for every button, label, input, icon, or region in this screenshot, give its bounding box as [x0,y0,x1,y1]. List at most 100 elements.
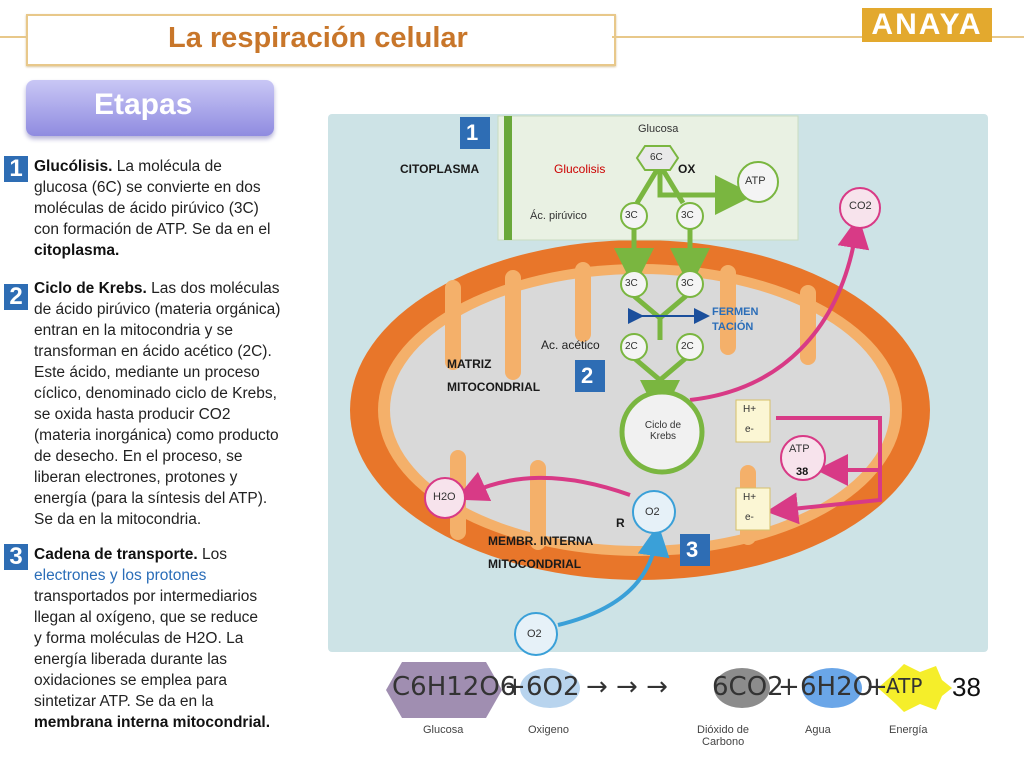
co2-node [839,187,881,229]
step-3-line: oxidaciones se emplea para [34,672,228,689]
annotation-matriz-1: MATRIZ [447,357,492,371]
krebs-label: Ciclo de Krebs [644,420,682,442]
equation-plus: + [504,672,526,702]
step-3-line: membrana interna mitocondrial. [34,714,270,731]
step-1-line: con formación de ATP. Se da en el [34,221,271,238]
step-1-line: citoplasma. [34,242,120,259]
step-2-line: de desecho. En el proceso, se [34,448,243,465]
co2-label: CO2 [849,200,872,212]
o2-input-label: O2 [527,628,542,640]
h-plus-label: H+ [743,492,757,503]
step-3-line: sintetizar ATP. Se da en la [34,693,214,710]
pyruvate-arrow-right [657,163,686,205]
water-ellipse [802,668,862,708]
step-3-line: y forma moléculas de H2O. La [34,630,244,647]
equation-atp: ATP [886,674,923,698]
step-1-number: 1 [4,156,28,182]
step-2-title: Ciclo de Krebs. [34,280,147,297]
annotation-glucolisis: Glucolisis [554,162,606,176]
step-2-line: entran en la mitocondria y se [34,322,234,339]
e-minus-label: e- [745,424,754,435]
step-3-line: energía liberada durante las [34,651,228,668]
glucosa-label: Glucosa [638,123,679,135]
energy-burst [878,664,952,712]
oxygen-node [632,490,676,534]
equation-water: 6H2O [800,672,874,702]
page-title: La respiración celular [168,22,468,54]
step-2-line: se oxida hasta producir CO2 [34,406,231,423]
equation-atp-count: 38 [952,672,981,702]
annotation-membr-2: MITOCONDRIAL [488,557,582,571]
step-1-line: glucosa (6C) se convierte en dos [34,179,261,196]
stage-1-box [460,117,490,149]
etapas-banner: Etapas [26,80,274,136]
h-plus-label: H+ [743,404,757,415]
pyruvate-matrix-node [676,270,704,298]
step-1-title: Glucólisis. [34,158,113,175]
step-2-line: Las dos moléculas [151,280,280,297]
pyruvate-arrow-left [634,163,663,205]
proton-arrow [766,470,882,525]
proton-electron-box [735,487,771,531]
equation-label-glucosa: Glucosa [423,724,464,736]
stage-3-box [680,534,710,566]
step-2-line: (materia inorgánica) como producto [34,427,279,444]
atp38-node [780,435,826,481]
step-2-line: Se da en la mitocondria. [34,511,202,528]
oxygen-ellipse [520,668,580,708]
step-2-line: transforman en ácido acético (2C). [34,343,272,360]
acetate-node [620,333,648,361]
header-rule [612,36,862,38]
stage-1-number: 1 [466,120,479,145]
equation-label-oxigeno: Oxigeno [528,724,569,736]
annotation-fermentacion-2: TACIÓN [712,321,754,333]
step-2-number: 2 [4,284,28,310]
glucose-node [635,145,680,171]
glucose-node-label: 6C [650,152,663,163]
krebs-cycle [619,389,705,475]
equation-label-dioxido-1: Dióxido de [697,724,749,736]
pyruvate-matrix-node [620,270,648,298]
stage-3-number: 3 [686,537,699,562]
equation-label-energia: Energía [889,724,928,736]
equation-plus: + [866,672,888,702]
atp38-label: ATP [789,443,810,455]
equation-label-dioxido-2: Carbono [702,736,745,748]
three-c-label: 3C [681,210,694,221]
annotation-ox: OX [678,162,696,176]
glucose-hexagon [386,662,502,718]
page-title-box: La respiración celular [26,14,616,66]
stage-2-box [575,360,605,392]
step-2-text: Ciclo de Krebs. Las dos moléculas de áci… [34,278,324,530]
step-3-text: Cadena de transporte. Los electrones y l… [34,544,324,733]
o2-label: O2 [645,506,660,518]
equation-plus: + [778,672,800,702]
water-node [424,477,466,519]
step-1-text: Glucólisis. La molécula de glucosa (6C) … [34,156,324,261]
equation-co2: 6CO2 [712,672,784,702]
stage-2-number: 2 [581,363,594,388]
co2-arrow [689,216,870,402]
two-c-label: 2C [681,341,694,352]
cristae [445,262,816,550]
step-3-line: llegan al oxígeno, que se reduce [34,609,259,626]
etapas-label: Etapas [94,88,193,121]
acetate-node [676,333,704,361]
annotation-membr-1: MEMBR. INTERNA [488,534,594,548]
brand-logo: ANAYA [862,8,992,42]
annotation-ac-acetico: Ac. acético [541,338,600,352]
step-2-line: de ácido pirúvico (materia orgánica) [34,301,281,318]
step-3-line: electrones y los protones [34,567,207,584]
pyruvate-node [676,202,704,230]
atp-synthesis-arrow [776,416,882,486]
atp-node [737,161,779,203]
atp-label: ATP [745,175,766,187]
equation-label-agua: Agua [805,724,831,736]
step-3-line: transportados por intermediarios [34,588,258,605]
annotation-citoplasma: CITOPLASMA [400,162,480,176]
annotation-matriz-2: MITOCONDRIAL [447,380,541,394]
atp-arrow [657,165,755,215]
step-2-line: liberan electrones, protones y [34,469,238,486]
e-minus-label: e- [745,512,754,523]
